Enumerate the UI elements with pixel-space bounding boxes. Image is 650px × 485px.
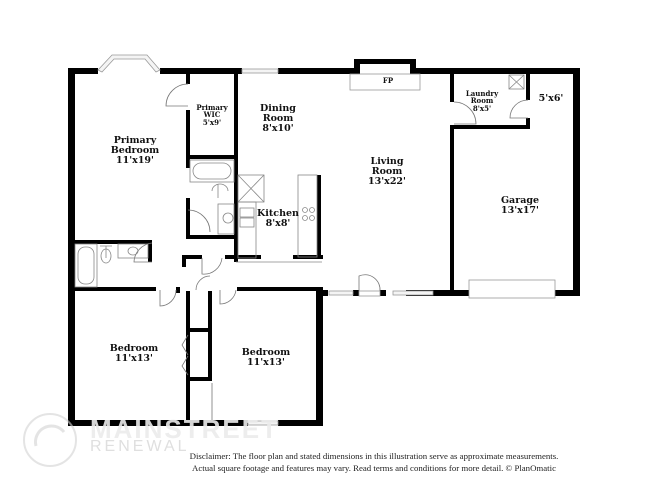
- room-label-laundry-room: Laundry Room 8'x5': [465, 89, 499, 113]
- bay-window: [97, 54, 161, 73]
- room-label-garage: Garage 13'x17': [500, 195, 540, 216]
- disclaimer: Disclaimer: The floor plan and stated di…: [100, 450, 648, 474]
- room-label-living-room: Living Room 13'x22': [368, 156, 406, 187]
- fireplace: [349, 73, 421, 91]
- bedroom-window: [247, 420, 279, 426]
- dining-window: [241, 68, 279, 74]
- fireplace-label: FP: [382, 76, 394, 85]
- room-label-kitchen: Kitchen 8'x8': [257, 208, 299, 229]
- watermark-sub-text: RENEWAL: [90, 438, 190, 455]
- fixtures: [74, 74, 525, 288]
- watermark-main-text: MAINSTREET: [90, 414, 279, 444]
- room-label-bedroom-2: Bedroom 11'x13': [109, 343, 159, 364]
- living-window-right: [392, 290, 434, 296]
- front-door[interactable]: [358, 274, 381, 297]
- room-label-dining-room: Dining Room 8'x10': [260, 103, 296, 134]
- room-label-primary-bedroom: Primary Bedroom 11'x19': [110, 135, 160, 166]
- living-window-left: [328, 290, 354, 296]
- room-label-primary-wic: Primary WIC 5'x9': [196, 103, 228, 127]
- disclaimer-line-1: Disclaimer: The floor plan and stated di…: [189, 451, 559, 461]
- garage-door: [468, 279, 556, 299]
- room-label-bedroom-3: Bedroom 11'x13': [241, 347, 291, 368]
- room-label-storage: 5'x6': [538, 93, 564, 104]
- disclaimer-line-2: Actual square footage and features may v…: [192, 463, 556, 473]
- watermark-logo-icon: [23, 413, 77, 467]
- interior-doors: [133, 83, 529, 420]
- interior-walls: [68, 74, 530, 426]
